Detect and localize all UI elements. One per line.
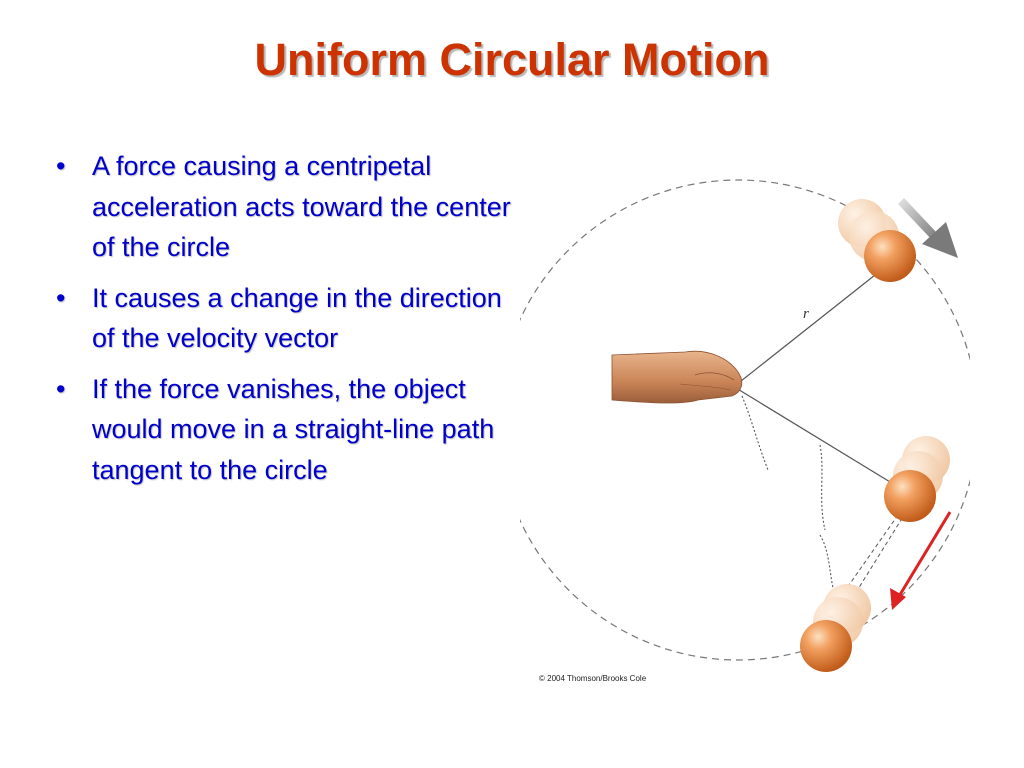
radius-label: r <box>803 306 809 322</box>
tangent-line <box>849 511 907 603</box>
circular-path <box>520 179 970 661</box>
bullet-glyph: • <box>56 373 66 404</box>
circular-motion-figure: r <box>520 179 970 672</box>
string-blur-left <box>741 395 769 471</box>
bullet-list: • A force causing a centripetal accelera… <box>52 146 522 500</box>
bullet-text: A force causing a centripetal accelerati… <box>92 151 511 262</box>
motion-arrow-icon <box>898 198 958 258</box>
string-to-lower-ball <box>735 387 896 486</box>
ball-icon <box>864 230 916 282</box>
bullet-text: It causes a change in the direction of t… <box>92 282 502 354</box>
bullet-glyph: • <box>56 282 66 313</box>
ball-icon <box>884 470 936 522</box>
bullet-item: • It causes a change in the direction of… <box>52 278 522 359</box>
bullet-item: • A force causing a centripetal accelera… <box>52 146 522 268</box>
slide-title: Uniform Circular Motion <box>254 34 770 85</box>
hand-icon <box>611 350 743 404</box>
string-blur-middle <box>819 444 826 531</box>
ball-icon <box>800 620 852 672</box>
bullet-item: • If the force vanishes, the object woul… <box>52 369 522 491</box>
bullet-text: If the force vanishes, the object would … <box>92 373 495 485</box>
velocity-arrow-icon <box>890 511 952 610</box>
string-to-top-ball <box>735 274 876 386</box>
bullet-glyph: • <box>56 151 66 181</box>
copyright-credit: © 2004 Thomson/Brooks Cole <box>539 674 647 683</box>
